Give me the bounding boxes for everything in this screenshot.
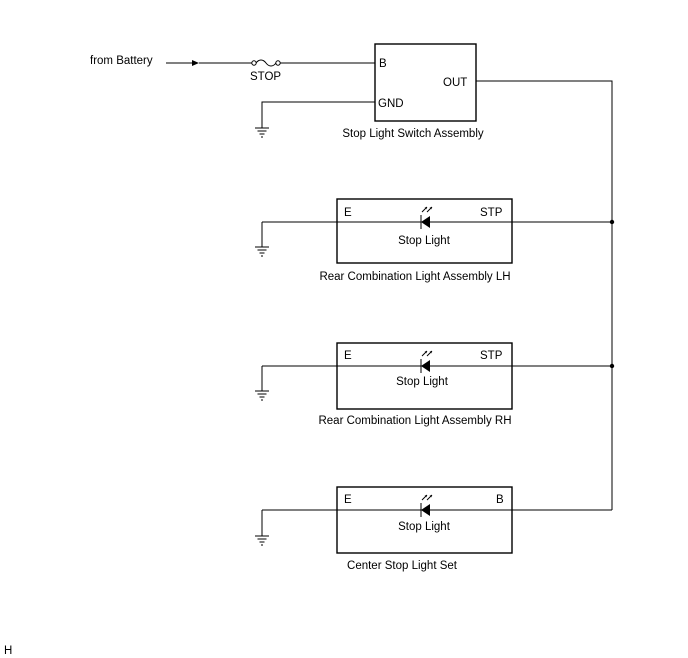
ground-icon-rear-lh [255, 246, 269, 257]
rear-lh-title: Rear Combination Light Assembly LH [319, 271, 510, 283]
center-pin-e: E [344, 494, 352, 506]
ground-icon-switch [255, 127, 269, 138]
switch-pin-out: OUT [443, 77, 467, 89]
switch-pin-b: B [379, 58, 387, 70]
battery-label: from Battery [90, 55, 153, 67]
rear-rh-pin-e: E [344, 350, 352, 362]
rear-rh-light-label: Stop Light [396, 376, 449, 388]
fuse-symbol [251, 59, 281, 67]
ground-icon-center [255, 535, 269, 546]
rear-lh-pin-e: E [344, 207, 352, 219]
rear-lh-pin-stp: STP [480, 207, 503, 219]
led-icon-rear-rh [420, 350, 433, 373]
center-pin-b: B [496, 494, 504, 506]
led-icon-center [420, 494, 433, 517]
center-light-label: Stop Light [398, 521, 451, 533]
center-title: Center Stop Light Set [347, 560, 458, 572]
rear-rh-pin-stp: STP [480, 350, 503, 362]
rear-rh-title: Rear Combination Light Assembly RH [318, 415, 511, 427]
led-icon-rear-lh [420, 206, 433, 229]
corner-mark: H [4, 645, 12, 657]
switch-title: Stop Light Switch Assembly [342, 128, 484, 140]
ground-icon-rear-rh [255, 390, 269, 401]
rear-lh-light-label: Stop Light [398, 235, 451, 247]
battery-arrow [166, 60, 199, 66]
switch-pin-gnd: GND [378, 98, 404, 110]
fuse-label: STOP [250, 71, 281, 83]
stop-light-switch-box [374, 43, 477, 122]
wire-out-bus [476, 80, 613, 510]
wire-switch-gnd [261, 101, 375, 128]
